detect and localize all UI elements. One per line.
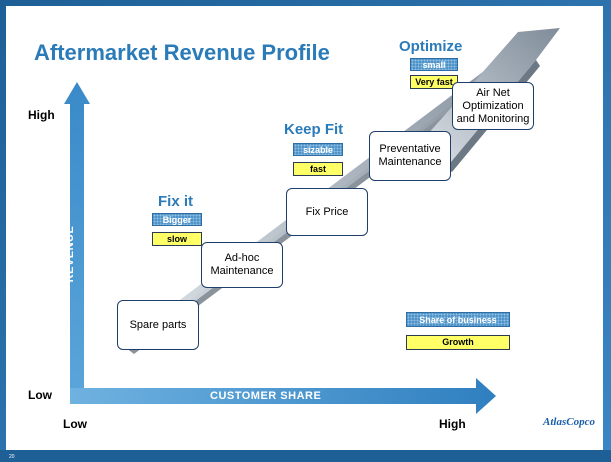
legend-share-of-business: Share of business (406, 312, 510, 327)
step-box-adhoc-maintenance: Ad-hoc Maintenance (201, 242, 283, 288)
step-box-spare-parts: Spare parts (117, 300, 199, 350)
y-axis-high-label: High (28, 108, 55, 122)
x-axis-low-label: Low (63, 417, 87, 431)
step-box-fix-price: Fix Price (286, 188, 368, 236)
y-axis-label: REVENUE (64, 225, 76, 283)
frame-bottom-band (0, 450, 611, 462)
stage-speed-tag-fix-it: slow (152, 232, 202, 246)
stage-size-tag-keep-fit: sizable (293, 143, 343, 156)
stage-title-optimize: Optimize (399, 38, 463, 55)
x-axis-arrow (70, 378, 496, 414)
step-box-preventative-maintenance: Preventative Maintenance (369, 131, 451, 181)
y-axis-arrow (64, 82, 90, 388)
legend-growth: Growth (406, 335, 510, 350)
stage-size-tag-optimize: small (410, 58, 458, 71)
page-number: 20 (9, 454, 15, 460)
stage-speed-tag-keep-fit: fast (293, 162, 343, 176)
x-axis-high-label: High (439, 417, 466, 431)
slide-title: Aftermarket Revenue Profile (34, 40, 330, 65)
x-axis-label: CUSTOMER SHARE (210, 390, 322, 402)
y-axis-low-label: Low (28, 388, 52, 402)
atlas-copco-logo: AtlasCopco (543, 416, 595, 428)
step-box-air-net-optimization: Air Net Optimization and Monitoring (452, 82, 534, 130)
stage-speed-tag-optimize: Very fast (410, 75, 458, 89)
stage-title-fix-it: Fix it (158, 193, 194, 210)
stage-title-keep-fit: Keep Fit (284, 121, 344, 138)
stage-size-tag-fix-it: Bigger (152, 213, 202, 226)
